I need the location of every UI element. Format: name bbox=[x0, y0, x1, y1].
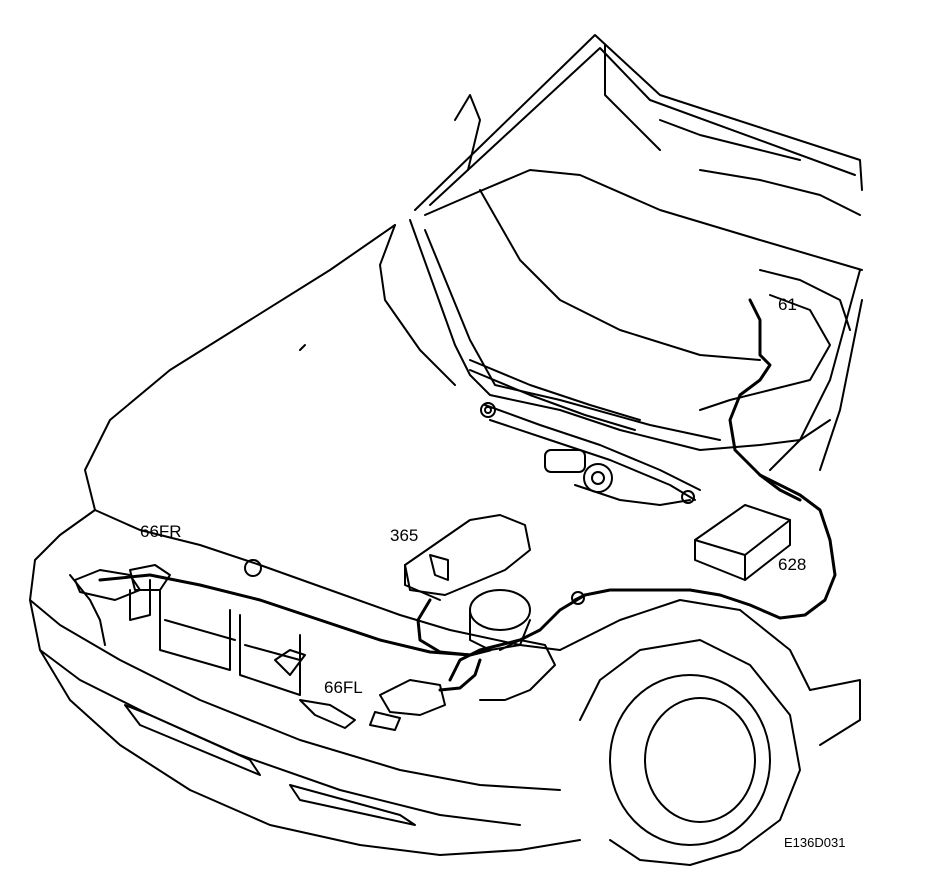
fender-wheel bbox=[479, 599, 861, 866]
windshield-frame bbox=[414, 34, 863, 271]
cowl-area bbox=[409, 189, 863, 471]
washer-reservoir bbox=[404, 514, 531, 651]
wiper-assembly bbox=[469, 359, 701, 506]
callout-365: 365 bbox=[390, 526, 419, 545]
callout-66fr: 66FR bbox=[140, 522, 182, 541]
headlamp-wiper-motors bbox=[74, 564, 446, 731]
callout-61: 61 bbox=[778, 295, 797, 314]
front-body bbox=[29, 509, 581, 856]
control-module bbox=[694, 504, 791, 581]
figure-code: E136D031 bbox=[784, 835, 846, 850]
hood bbox=[84, 224, 561, 651]
callout-628: 628 bbox=[778, 555, 807, 574]
callout-66fl: 66FL bbox=[324, 678, 363, 697]
wiring-harness bbox=[98, 298, 837, 692]
details bbox=[244, 344, 585, 605]
